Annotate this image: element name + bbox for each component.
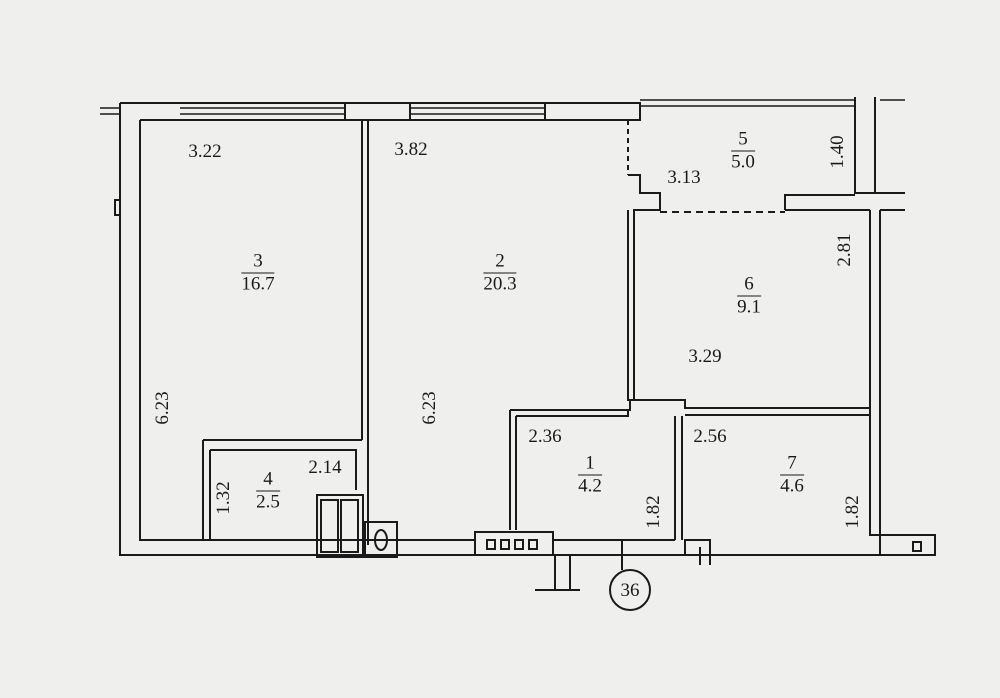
room-area: 9.1: [737, 296, 761, 318]
axis-marker-label: 36: [620, 580, 640, 601]
dimension-label: 2.56: [693, 426, 727, 447]
dimension-label: 2.81: [834, 233, 855, 267]
room-number: 7: [780, 453, 804, 476]
room-area: 2.5: [256, 491, 280, 513]
room-area: 4.2: [578, 475, 602, 497]
dimension-label: 1.40: [827, 135, 848, 169]
dimension-label: 1.82: [842, 495, 863, 529]
dimension-label: 1.32: [213, 481, 234, 515]
dimension-label: 6.23: [419, 391, 440, 425]
dimension-label: 3.22: [188, 141, 222, 162]
room-area: 5.0: [731, 151, 755, 173]
dimension-label: 2.14: [308, 457, 342, 478]
room-number: 3: [241, 251, 275, 274]
dimension-label: 6.23: [152, 391, 173, 425]
room-area: 20.3: [483, 273, 517, 295]
room-number: 4: [256, 469, 280, 492]
dimension-label: 3.29: [688, 346, 722, 367]
room-number: 5: [731, 129, 755, 152]
dimension-label: 2.36: [528, 426, 562, 447]
room-number: 6: [737, 274, 761, 297]
room-area: 4.6: [780, 475, 804, 497]
axis-marker-circle: [609, 569, 651, 611]
room-number: 1: [578, 453, 602, 476]
room-area: 16.7: [241, 273, 275, 295]
room-number: 2: [483, 251, 517, 274]
dimension-label: 3.82: [394, 139, 428, 160]
dimension-label: 3.13: [667, 167, 701, 188]
dimension-label: 1.82: [643, 495, 664, 529]
